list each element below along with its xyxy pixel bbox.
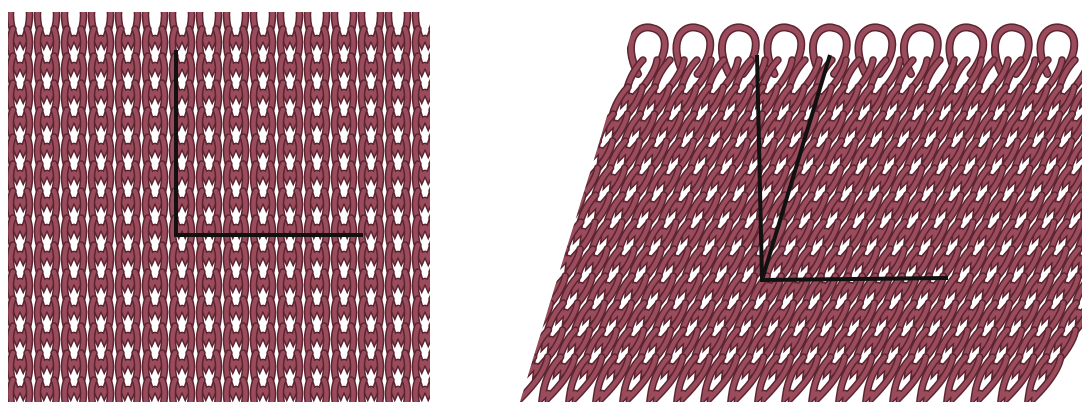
yarn-loop bbox=[488, 357, 520, 397]
yarn-loop-outline bbox=[488, 357, 520, 397]
yarn-loop bbox=[506, 276, 538, 316]
top-loop bbox=[858, 27, 892, 74]
yarn-loop-outline bbox=[521, 249, 553, 289]
yarn-loop-outline bbox=[491, 303, 523, 343]
yarn-loop bbox=[491, 303, 523, 343]
yarn-loop bbox=[536, 222, 568, 262]
yarn-loop-outline bbox=[503, 330, 535, 370]
yarn-loop-outline bbox=[476, 330, 508, 370]
yarn-loop bbox=[521, 249, 553, 289]
yarn-loop-outline bbox=[461, 357, 493, 397]
yarn-loop bbox=[476, 330, 508, 370]
unsheared-fabric-panel bbox=[10, 2, 434, 402]
yarn-loop bbox=[461, 357, 493, 397]
yarn-loop-outline bbox=[506, 276, 538, 316]
yarn-loop-outline bbox=[536, 222, 568, 262]
yarn-loop bbox=[503, 330, 535, 370]
sheared-fabric-panel bbox=[461, 27, 1082, 397]
